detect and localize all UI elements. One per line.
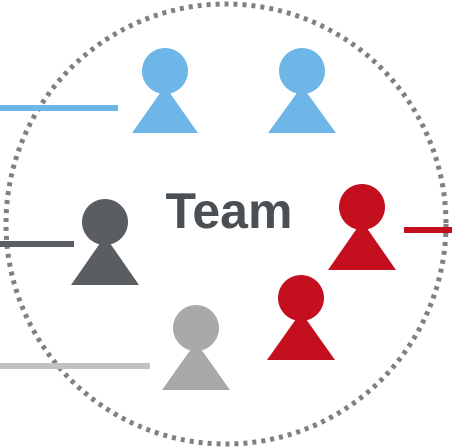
team-title: Team: [166, 183, 293, 239]
person-red-icon-1: [328, 184, 396, 270]
person-gray-icon: [162, 305, 230, 390]
person-red-icon-2: [267, 275, 335, 360]
person-blue-icon-1: [132, 48, 198, 133]
person-dark-icon: [71, 199, 139, 285]
dotted-ring: [3, 1, 449, 447]
person-blue-icon-2: [268, 48, 336, 133]
